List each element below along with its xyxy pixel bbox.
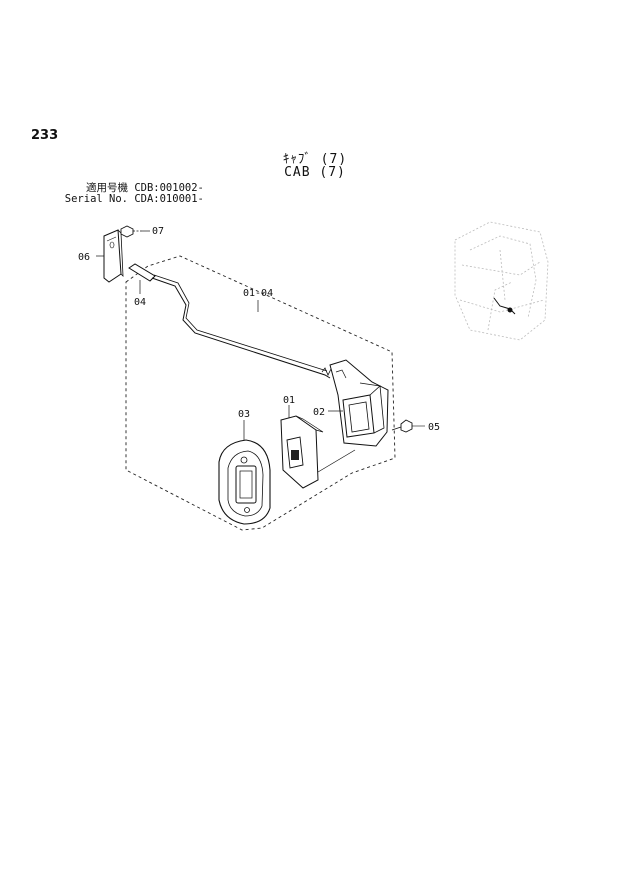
part-04-sensor <box>128 263 156 282</box>
callout-07: 07 <box>152 226 164 237</box>
serial-value-cdb: CDB:001002- <box>134 182 204 194</box>
callout-01-04: 01-04 <box>243 288 273 299</box>
callout-05: 05 <box>428 422 440 433</box>
serial-row-en: Serial No. CDA:010001- <box>62 194 204 205</box>
callout-04: 04 <box>134 297 146 308</box>
cab-location-thumbnail <box>454 221 549 341</box>
capillary-tube <box>151 277 331 379</box>
part-03-bezel <box>218 439 271 525</box>
serial-label-en: Serial No. <box>64 193 128 205</box>
part-01-switch <box>280 415 356 489</box>
callout-01: 01 <box>283 395 295 406</box>
leader-lines <box>96 230 343 440</box>
cab-thumbnail-highlight <box>493 297 516 315</box>
part-05-screw <box>391 419 425 433</box>
part-02-thermostat-housing <box>329 359 389 447</box>
capillary-tube-outer <box>153 274 328 372</box>
part-07-bolt <box>120 225 142 238</box>
callout-06: 06 <box>78 252 90 263</box>
assembly-boundary <box>125 255 396 531</box>
serial-applicability: 適用号機 CDB:001002- Serial No. CDA:010001- <box>62 183 204 205</box>
callout-03: 03 <box>238 409 250 420</box>
callout-02: 02 <box>313 407 325 418</box>
serial-value-cda: CDA:010001- <box>134 193 204 205</box>
page-number: 233 <box>31 128 59 143</box>
title-japanese: ｷｬﾌﾞ (7) <box>282 152 348 167</box>
part-06-bracket <box>103 229 124 283</box>
serial-label-jp: 適用号機 <box>86 182 128 194</box>
serial-row-jp: 適用号機 CDB:001002- <box>62 183 204 194</box>
title-english: CAB (7) <box>284 165 346 180</box>
